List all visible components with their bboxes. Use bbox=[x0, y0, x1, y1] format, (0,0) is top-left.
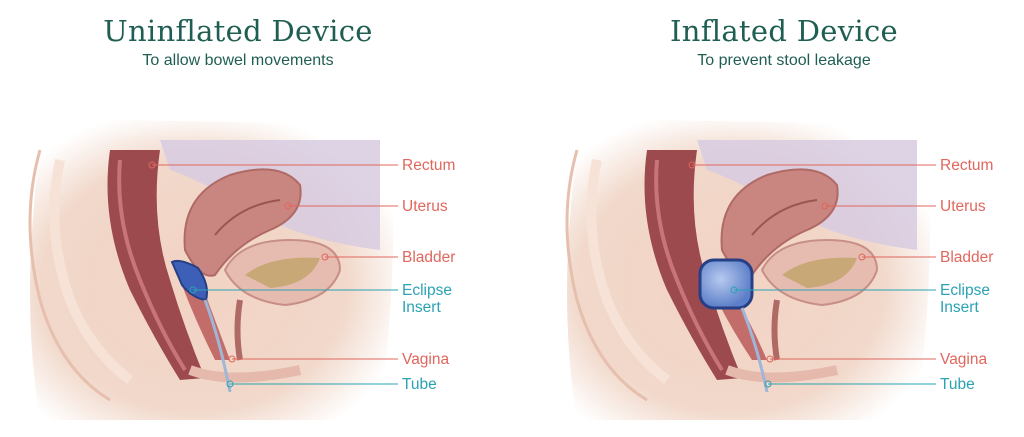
label-eclipse-line1: Eclipse bbox=[940, 282, 990, 299]
panel-inflated: Inflated Device To prevent stool leakage… bbox=[512, 0, 1024, 437]
panel-subtitle: To prevent stool leakage bbox=[697, 52, 871, 69]
label-uterus: Uterus bbox=[402, 198, 448, 215]
label-eclipse-line2: Insert bbox=[402, 299, 441, 316]
label-eclipse-line2: Insert bbox=[940, 299, 979, 316]
label-eclipse-line1: Eclipse bbox=[402, 282, 452, 299]
label-rectum: Rectum bbox=[940, 157, 994, 174]
label-eclipse-insert: Eclipse Insert bbox=[402, 282, 452, 316]
panel-subtitle: To allow bowel movements bbox=[142, 52, 334, 69]
panel-uninflated: Uninflated Device To allow bowel movemen… bbox=[0, 14, 512, 420]
anatomy-illustration-inflated bbox=[512, 80, 1024, 420]
anatomy-illustration-uninflated bbox=[0, 80, 512, 420]
label-uterus: Uterus bbox=[940, 198, 986, 215]
panel-title: Uninflated Device bbox=[103, 14, 373, 48]
label-tube: Tube bbox=[402, 376, 437, 393]
panel-title: Inflated Device bbox=[669, 14, 898, 48]
label-rectum: Rectum bbox=[402, 157, 456, 174]
label-tube: Tube bbox=[940, 376, 975, 393]
label-vagina: Vagina bbox=[402, 351, 450, 368]
label-eclipse-insert: Eclipse Insert bbox=[940, 282, 990, 316]
label-bladder: Bladder bbox=[940, 249, 994, 266]
label-vagina: Vagina bbox=[940, 351, 988, 368]
label-bladder: Bladder bbox=[402, 249, 456, 266]
